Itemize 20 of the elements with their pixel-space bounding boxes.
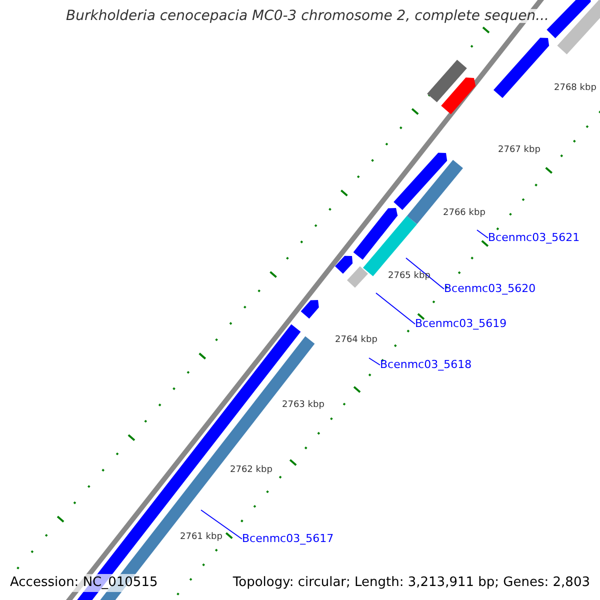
tick-label: 2765 kbp — [388, 272, 430, 281]
leader-line — [376, 292, 416, 324]
gene-label: Bcenmc03_5620 — [444, 283, 536, 294]
tick-label: 2766 kbp — [443, 209, 486, 218]
tick-label: 2763 kbp — [282, 401, 324, 410]
gene-label: Bcenmc03_5619 — [415, 318, 507, 329]
tick-label: 2767 kbp — [498, 146, 540, 155]
accession-text: Accession: NC_010515 — [8, 574, 160, 592]
leader-line — [368, 358, 380, 366]
tick-label: 2764 kbp — [335, 336, 378, 345]
tick-label: 2768 kbp — [554, 84, 596, 93]
gene-label: Bcenmc03_5618 — [380, 359, 472, 370]
tick-label: 2761 kbp — [180, 533, 222, 542]
gene-label: Bcenmc03_5617 — [242, 533, 334, 544]
genome-stats-text: Topology: circular; Length: 3,213,911 bp; Genes: 2,803 — [230, 574, 592, 592]
leader-line — [476, 230, 488, 238]
gene-label: Bcenmc03_5621 — [488, 232, 580, 243]
tick-label: 2762 kbp — [230, 466, 272, 475]
leader-line — [200, 510, 242, 540]
leader-line — [406, 258, 444, 290]
